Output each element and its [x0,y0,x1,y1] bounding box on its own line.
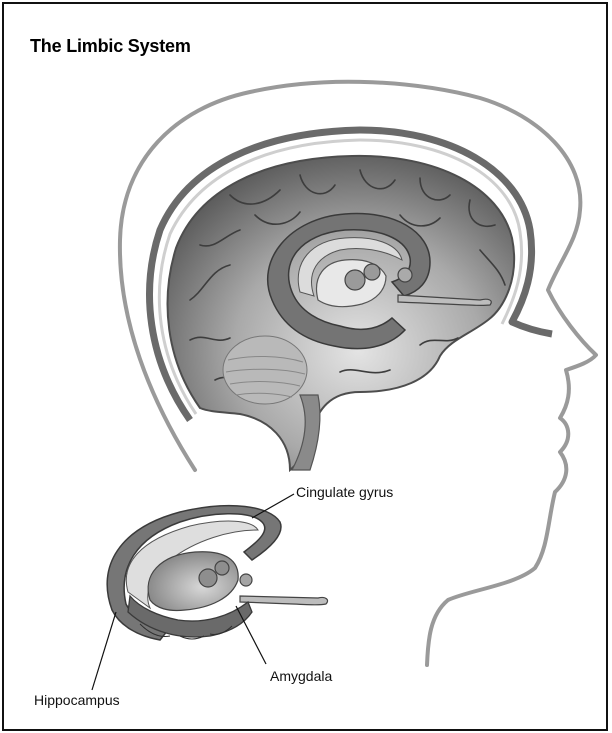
label-amygdala: Amygdala [270,668,332,684]
leader-amygdala [236,606,266,664]
small-limbic [107,506,327,640]
label-cingulate-gyrus: Cingulate gyrus [296,484,393,500]
brain [168,156,515,470]
leader-hippocampus [92,612,116,690]
label-hippocampus: Hippocampus [34,692,120,708]
cerebellum [223,336,307,404]
